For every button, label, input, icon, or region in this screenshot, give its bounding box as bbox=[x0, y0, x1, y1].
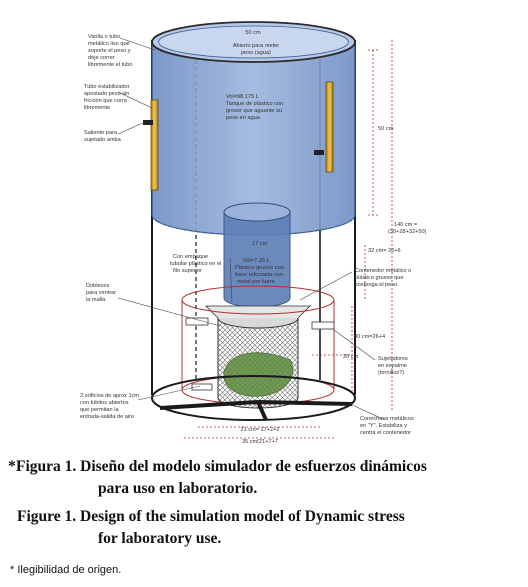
svg-text:plástico grueso que: plástico grueso que bbox=[355, 275, 404, 281]
svg-text:libremente: libremente bbox=[84, 105, 110, 111]
svg-text:sujetado amba: sujetado amba bbox=[84, 137, 122, 143]
svg-text:la malla: la malla bbox=[86, 297, 106, 303]
svg-text:Con empaque: Con empaque bbox=[173, 254, 208, 260]
svg-text:Varilla o tubo: Varilla o tubo bbox=[88, 34, 120, 40]
svg-text:centra el contenedor: centra el contenedor bbox=[360, 430, 411, 436]
label-tube-width: 17 cm bbox=[252, 241, 268, 247]
svg-text:Conectores metálicos: Conectores metálicos bbox=[360, 416, 414, 422]
svg-text:entrada-salida de aire: entrada-salida de aire bbox=[80, 414, 134, 420]
leader-lines bbox=[117, 37, 386, 421]
fasteners bbox=[185, 317, 335, 391]
svg-text:Plástico grueso con: Plástico grueso con bbox=[235, 265, 284, 271]
dimension-lines bbox=[184, 40, 393, 439]
caption-en-line2: for laboratory use. bbox=[98, 530, 222, 547]
label-tank-height: 50 cm bbox=[378, 126, 394, 132]
label-fasteners: Sujetadores en espalme (tornillos?) bbox=[378, 356, 408, 376]
svg-text:fricción que corra: fricción que corra bbox=[84, 98, 128, 104]
svg-text:en "Y". Estabiliza y: en "Y". Estabiliza y bbox=[360, 423, 407, 429]
label-tube: Vol=7.26 L Plástico grueso con base refo… bbox=[235, 258, 284, 285]
svg-text:Saliente para: Saliente para bbox=[84, 130, 118, 136]
svg-text:peso (agua): peso (agua) bbox=[241, 50, 271, 56]
svg-text:deje correr: deje correr bbox=[88, 55, 115, 61]
svg-text:tubular plástico en el: tubular plástico en el bbox=[170, 261, 221, 267]
svg-text:con tubitos abiertos: con tubitos abiertos bbox=[80, 400, 129, 406]
svg-text:2 orificios de aprox 1cm: 2 orificios de aprox 1cm bbox=[80, 393, 139, 399]
svg-text:sostenga el peso.: sostenga el peso. bbox=[355, 282, 399, 288]
svg-text:(30+28+32+50): (30+28+32+50) bbox=[388, 229, 427, 235]
svg-text:soporte el peso y: soporte el peso y bbox=[88, 48, 131, 54]
svg-text:140 cm =: 140 cm = bbox=[394, 222, 417, 228]
label-doubled: Dobleces para centrar la malla bbox=[86, 283, 116, 303]
svg-text:grosor que aguante su: grosor que aguante su bbox=[226, 108, 282, 114]
label-connectors: Conectores metálicos en "Y". Estabiliza … bbox=[360, 416, 414, 436]
caption-es-line2: para uso en laboratorio. bbox=[98, 480, 258, 497]
svg-text:que permitan la: que permitan la bbox=[80, 407, 119, 413]
annotations: 50 cm Abierto para meter peso (agua) Var… bbox=[80, 30, 427, 445]
label-inner-width: 26 cm bbox=[343, 354, 359, 360]
label-base-width: 35 cm(21+7+7 bbox=[242, 439, 278, 445]
label-tank: Vol=98.175 L Tanque de plástico con gros… bbox=[226, 94, 283, 121]
label-stabilizer: Tubo estabilizador apostado peso sin fri… bbox=[84, 84, 130, 111]
svg-text:metálico liso que: metálico liso que bbox=[88, 41, 130, 47]
svg-text:Abierto para meter: Abierto para meter bbox=[233, 43, 279, 49]
svg-text:(tornillos?): (tornillos?) bbox=[378, 370, 404, 376]
svg-text:peso en agua: peso en agua bbox=[226, 115, 261, 121]
svg-text:para centrar: para centrar bbox=[86, 290, 116, 296]
simulator-diagram: 50 cm Abierto para meter peso (agua) Var… bbox=[80, 21, 427, 445]
label-rod: Varilla o tubo metálico liso que soporte… bbox=[88, 34, 132, 68]
inner-tube bbox=[223, 202, 291, 308]
stabilizer-rod-left bbox=[143, 99, 159, 191]
footnote: * Ilegibilidad de origen. bbox=[10, 564, 122, 576]
label-section-32: 32 cm= 26+6 bbox=[368, 248, 401, 254]
label-inner-base: 21 cm= 17+2+2 bbox=[240, 427, 279, 433]
svg-text:metal por fuera: metal por fuera bbox=[237, 279, 276, 285]
caption-es-line1: Figura 1. Diseño del modelo simulador de… bbox=[16, 458, 427, 475]
svg-text:Tanque de plástico con: Tanque de plástico con bbox=[226, 101, 283, 107]
caption-star: * bbox=[8, 458, 16, 475]
label-container: Contenedor metálico o plástico grueso qu… bbox=[355, 268, 411, 288]
label-total-height: 140 cm = (30+28+32+50) bbox=[388, 222, 427, 235]
svg-text:filo superior: filo superior bbox=[173, 268, 202, 274]
label-bracket: Saliente para sujetado amba bbox=[84, 130, 122, 143]
svg-text:Tubo estabilizador: Tubo estabilizador bbox=[84, 84, 130, 90]
svg-text:en espalme: en espalme bbox=[378, 363, 407, 369]
mesh-container bbox=[205, 305, 311, 409]
label-opening: Abierto para meter peso (agua) bbox=[233, 43, 279, 56]
stabilizer-rod-right bbox=[314, 81, 334, 173]
svg-text:base reforzada con: base reforzada con bbox=[235, 272, 283, 278]
label-top-width: 50 cm bbox=[245, 30, 261, 36]
label-holes: 2 orificios de aprox 1cm con tubitos abi… bbox=[80, 393, 139, 420]
caption-en-line1: Figure 1. Design of the simulation model… bbox=[17, 508, 405, 525]
svg-text:apostado peso sin: apostado peso sin bbox=[84, 91, 129, 97]
label-section-30: 30 cm=26+4 bbox=[354, 334, 385, 340]
svg-text:Vol=98.175 L: Vol=98.175 L bbox=[226, 94, 259, 100]
base-ring bbox=[151, 375, 356, 421]
svg-text:Dobleces: Dobleces bbox=[86, 283, 110, 289]
svg-text:Sujetadores: Sujetadores bbox=[378, 356, 408, 362]
svg-text:Vol=7.26 L: Vol=7.26 L bbox=[243, 258, 270, 264]
svg-text:libremente el tubo: libremente el tubo bbox=[88, 62, 132, 68]
label-packing: Con empaque tubular plástico en el filo … bbox=[170, 254, 221, 274]
svg-text:Contenedor metálico o: Contenedor metálico o bbox=[355, 268, 411, 274]
